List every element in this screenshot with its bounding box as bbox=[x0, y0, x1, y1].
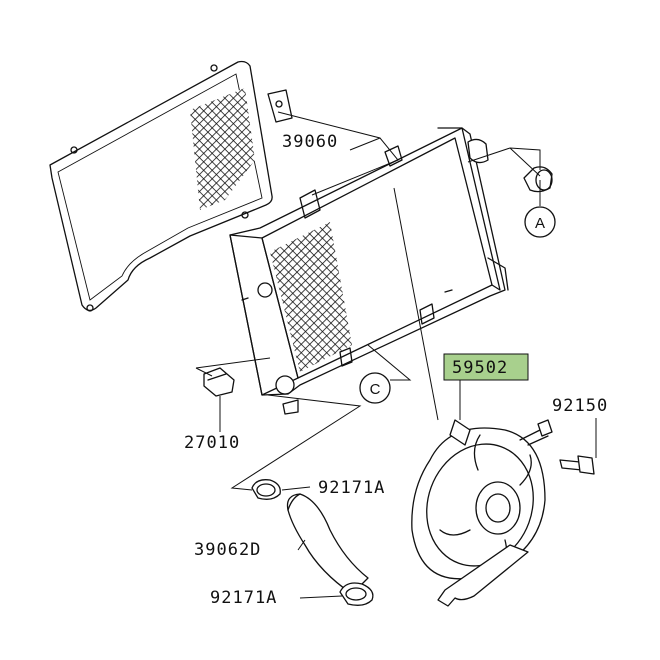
radiator-hose-part bbox=[286, 493, 369, 595]
callout-a: A bbox=[524, 206, 556, 238]
hose-clamp-lower-part bbox=[339, 582, 374, 606]
label-59502: 59502 bbox=[452, 358, 508, 378]
label-92150: 92150 bbox=[552, 396, 608, 416]
label-39060: 39060 bbox=[282, 132, 338, 152]
label-92171a-upper: 92171A bbox=[318, 478, 385, 498]
fan-switch-part bbox=[203, 367, 235, 397]
callout-c: C bbox=[359, 372, 391, 404]
bracket-39060 bbox=[267, 89, 293, 123]
leader-lines bbox=[195, 111, 597, 599]
hose-clamp-upper-part bbox=[251, 479, 281, 500]
label-39062d: 39062D bbox=[194, 540, 261, 560]
callout-c-letter: C bbox=[370, 381, 381, 398]
reservoir-cap-part bbox=[523, 166, 553, 193]
cooling-fan-part bbox=[411, 419, 553, 607]
label-27010: 27010 bbox=[184, 433, 240, 453]
bolt-part bbox=[559, 455, 595, 475]
radiator-screen bbox=[49, 60, 273, 312]
highlight-59502 bbox=[443, 353, 529, 381]
callout-a-letter: A bbox=[535, 215, 545, 232]
label-92171a-lower: 92171A bbox=[210, 588, 277, 608]
